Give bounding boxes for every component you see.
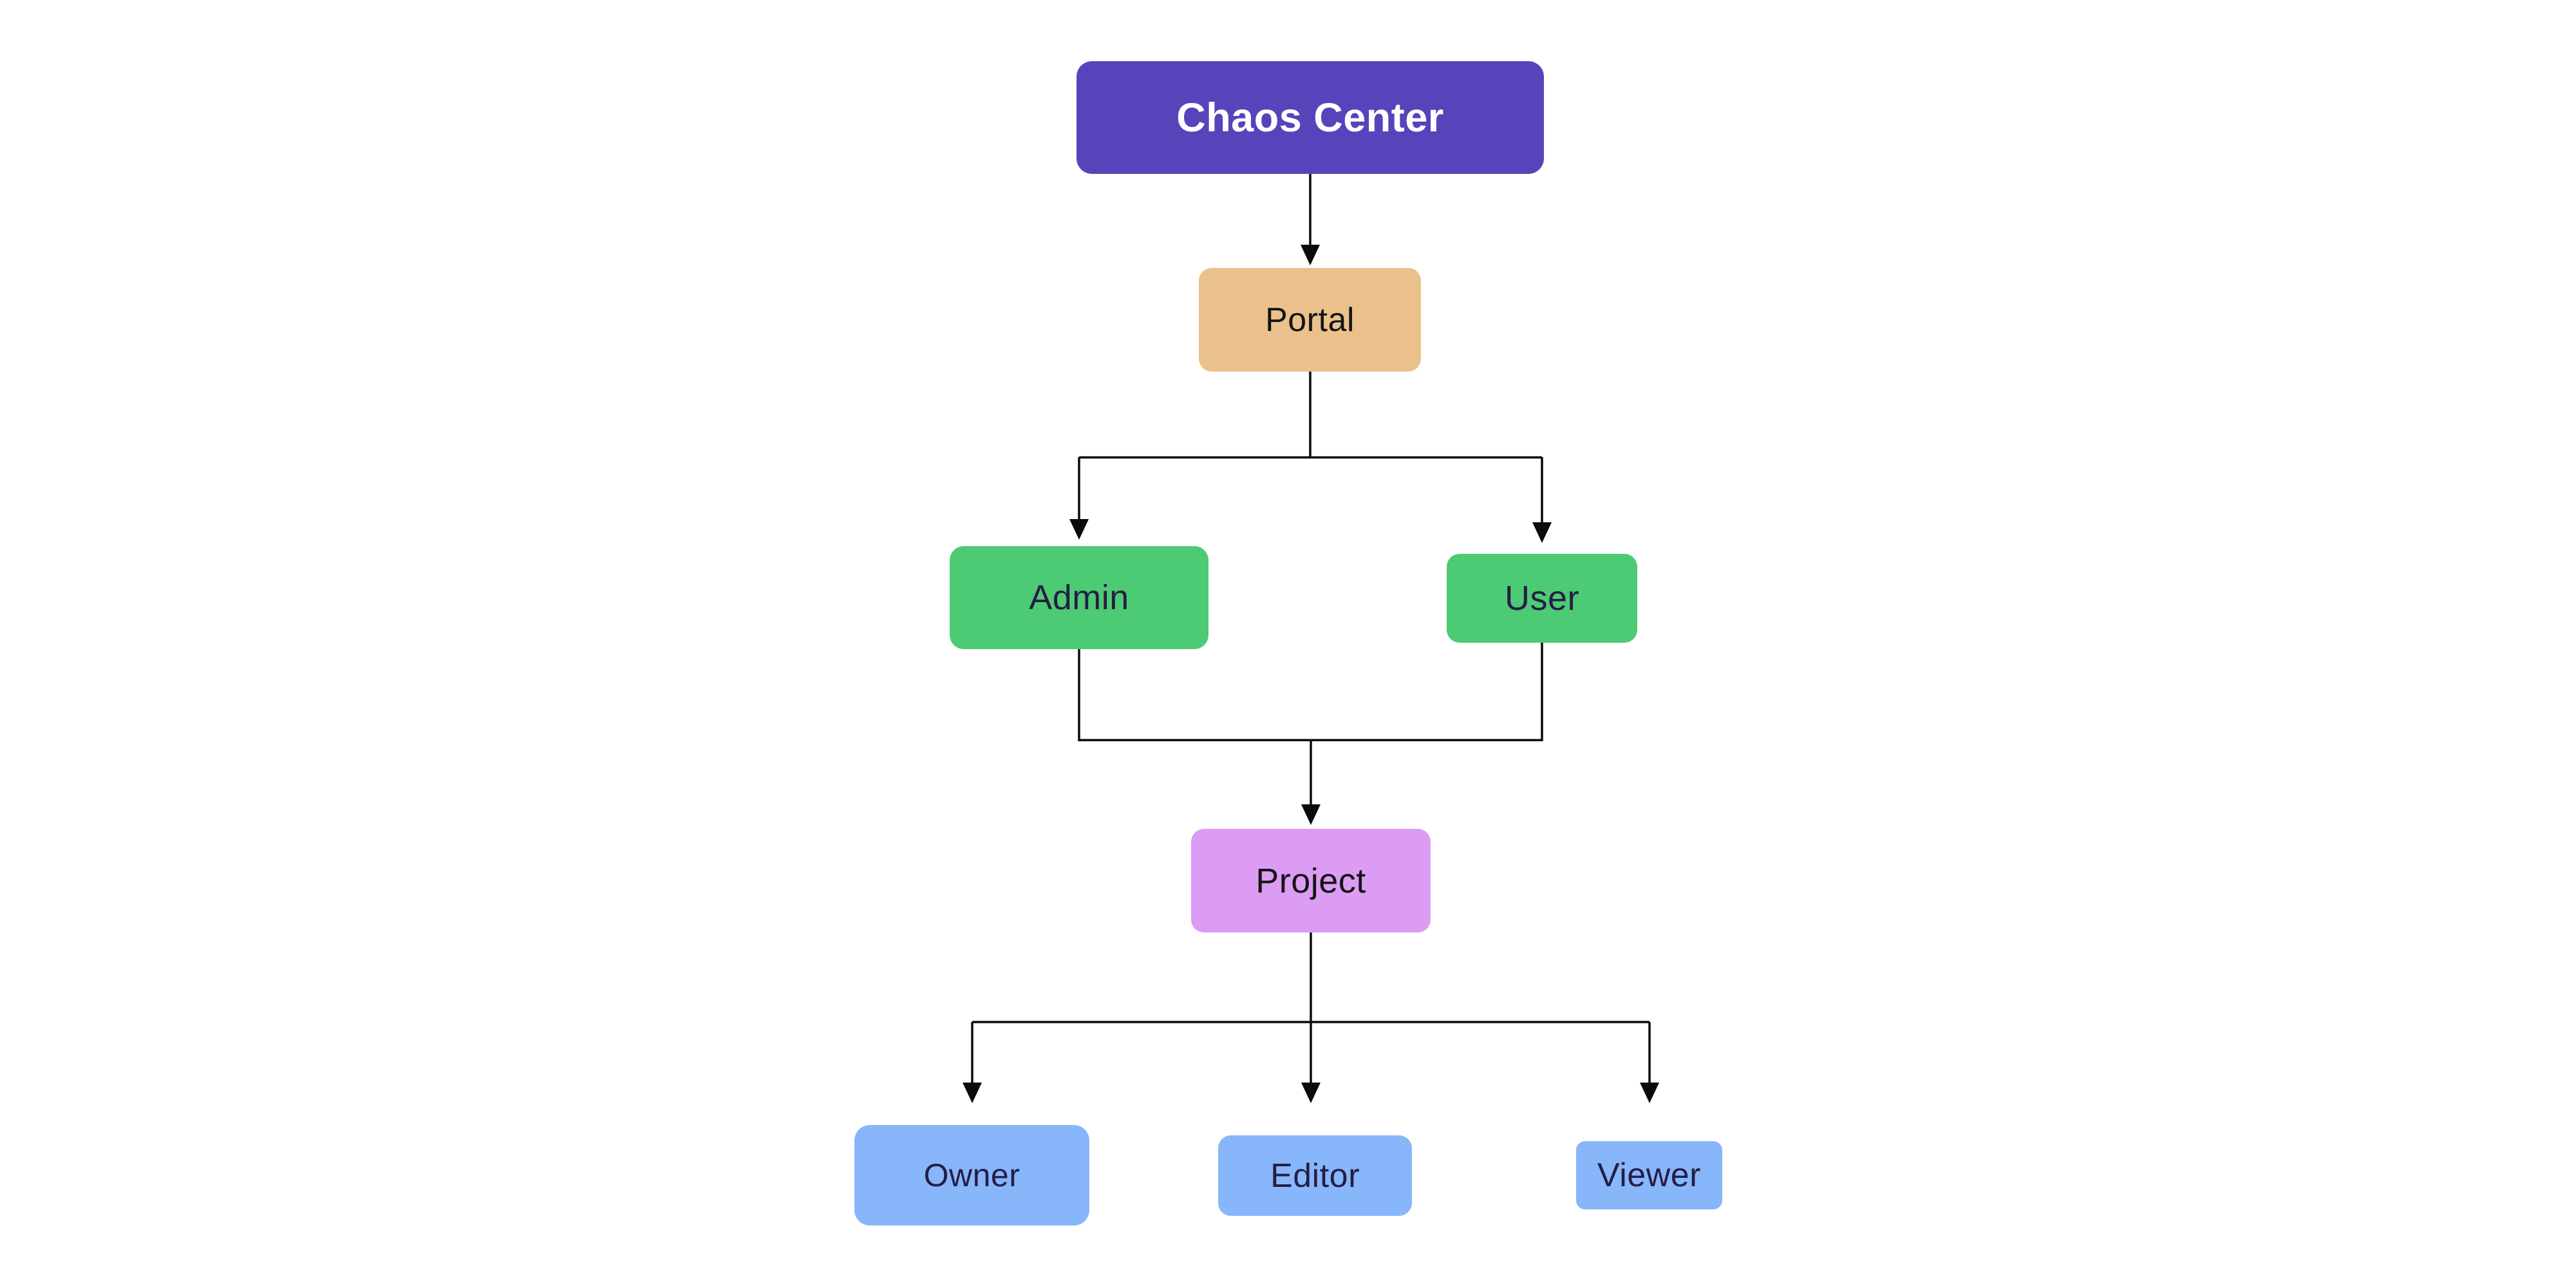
arrowhead-owner [963, 1083, 982, 1103]
node-viewer: Viewer [1576, 1141, 1722, 1209]
node-user: User [1447, 554, 1637, 643]
arrowhead-editor [1301, 1083, 1321, 1103]
node-chaos-center: Chaos Center [1076, 61, 1544, 174]
arrowhead-admin [1069, 519, 1089, 540]
arrowhead-viewer [1640, 1083, 1659, 1103]
node-editor: Editor [1218, 1135, 1412, 1216]
node-admin-label: Admin [1029, 578, 1129, 617]
node-owner: Owner [854, 1125, 1089, 1226]
node-chaos-center-label: Chaos Center [1176, 95, 1444, 140]
node-user-label: User [1504, 579, 1579, 618]
node-owner-label: Owner [923, 1157, 1020, 1193]
edge-group [963, 174, 1659, 1103]
arrowhead-user [1532, 522, 1552, 543]
node-project-label: Project [1255, 861, 1366, 900]
node-project: Project [1191, 829, 1431, 933]
node-admin: Admin [950, 546, 1208, 649]
node-viewer-label: Viewer [1597, 1157, 1701, 1194]
node-portal-label: Portal [1265, 301, 1355, 339]
node-portal: Portal [1199, 268, 1421, 372]
arrowhead-project [1301, 804, 1321, 825]
arrowhead-portal [1301, 245, 1320, 265]
node-editor-label: Editor [1270, 1157, 1360, 1195]
